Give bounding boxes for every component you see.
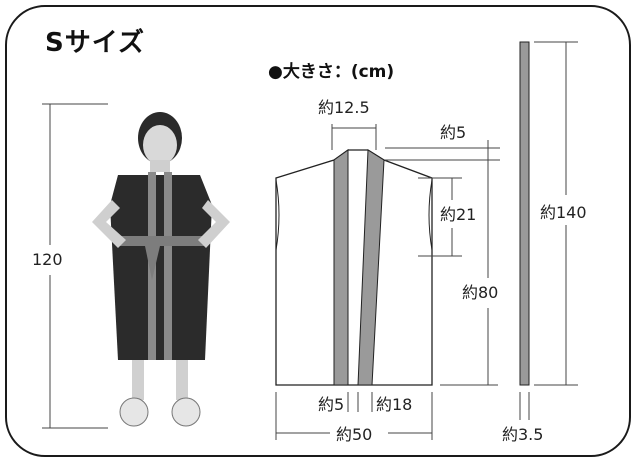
belt-length-label: 約140 bbox=[540, 203, 587, 222]
collar-width-label: 約12.5 bbox=[318, 98, 370, 117]
vest-diagram bbox=[275, 149, 433, 386]
total-width-label: 約50 bbox=[336, 425, 372, 444]
length-marker bbox=[440, 160, 498, 386]
rounded-frame bbox=[5, 5, 631, 457]
child-height-marker bbox=[42, 103, 108, 429]
size-heading: ●大きさ：(cm) bbox=[268, 62, 395, 82]
belt-diagram bbox=[519, 41, 530, 386]
bottom-width-markers bbox=[275, 392, 433, 440]
collar-drop-label: 約5 bbox=[440, 123, 466, 142]
page-title: Sサイズ bbox=[45, 28, 145, 58]
child-height-label: 120 bbox=[32, 250, 63, 269]
armhole-marker bbox=[418, 177, 462, 257]
child-photo bbox=[92, 112, 230, 427]
belt-width-marker bbox=[519, 392, 530, 420]
collar-drop-marker bbox=[385, 140, 500, 168]
side-panel-label: 約18 bbox=[376, 395, 412, 414]
belt-length-marker bbox=[534, 41, 578, 386]
collar-width-marker bbox=[331, 124, 377, 150]
length-label: 約80 bbox=[462, 283, 498, 302]
armhole-label: 約21 bbox=[440, 205, 476, 224]
belt-width-label: 約3.5 bbox=[502, 425, 543, 444]
front-band-label: 約5 bbox=[318, 395, 344, 414]
